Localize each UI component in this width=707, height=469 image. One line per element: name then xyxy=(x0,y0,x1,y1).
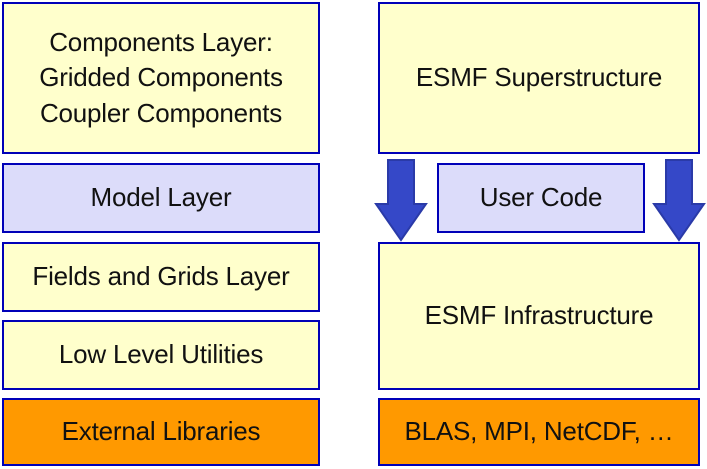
coupler-components-label: Coupler Components xyxy=(39,97,283,128)
user-code-label: User Code xyxy=(479,182,603,213)
components-layer-box: Components Layer: Gridded Components Cou… xyxy=(2,2,320,154)
external-libraries-box: External Libraries xyxy=(2,398,320,466)
model-layer-label: Model Layer xyxy=(90,182,232,213)
fields-grids-layer-label: Fields and Grids Layer xyxy=(32,261,290,292)
down-arrow-icon xyxy=(652,159,706,242)
esmf-infrastructure-box: ESMF Infrastructure xyxy=(378,242,700,390)
components-layer-title: Components Layer: xyxy=(49,27,273,58)
blas-mpi-netcdf-box: BLAS, MPI, NetCDF, … xyxy=(378,398,700,466)
model-layer-box: Model Layer xyxy=(2,163,320,233)
low-level-utilities-box: Low Level Utilities xyxy=(2,320,320,390)
components-layer-text: Components Layer: Gridded Components Cou… xyxy=(39,25,283,130)
external-libraries-label: External Libraries xyxy=(61,416,261,447)
down-arrow-icon xyxy=(374,159,428,242)
user-code-box: User Code xyxy=(437,163,645,233)
esmf-superstructure-box: ESMF Superstructure xyxy=(378,2,700,154)
esmf-superstructure-label: ESMF Superstructure xyxy=(415,62,663,93)
blas-mpi-netcdf-label: BLAS, MPI, NetCDF, … xyxy=(404,416,674,447)
esmf-infrastructure-label: ESMF Infrastructure xyxy=(424,300,654,331)
gridded-components-label: Gridded Components xyxy=(39,62,283,93)
fields-grids-layer-box: Fields and Grids Layer xyxy=(2,242,320,312)
low-level-utilities-label: Low Level Utilities xyxy=(58,339,264,370)
